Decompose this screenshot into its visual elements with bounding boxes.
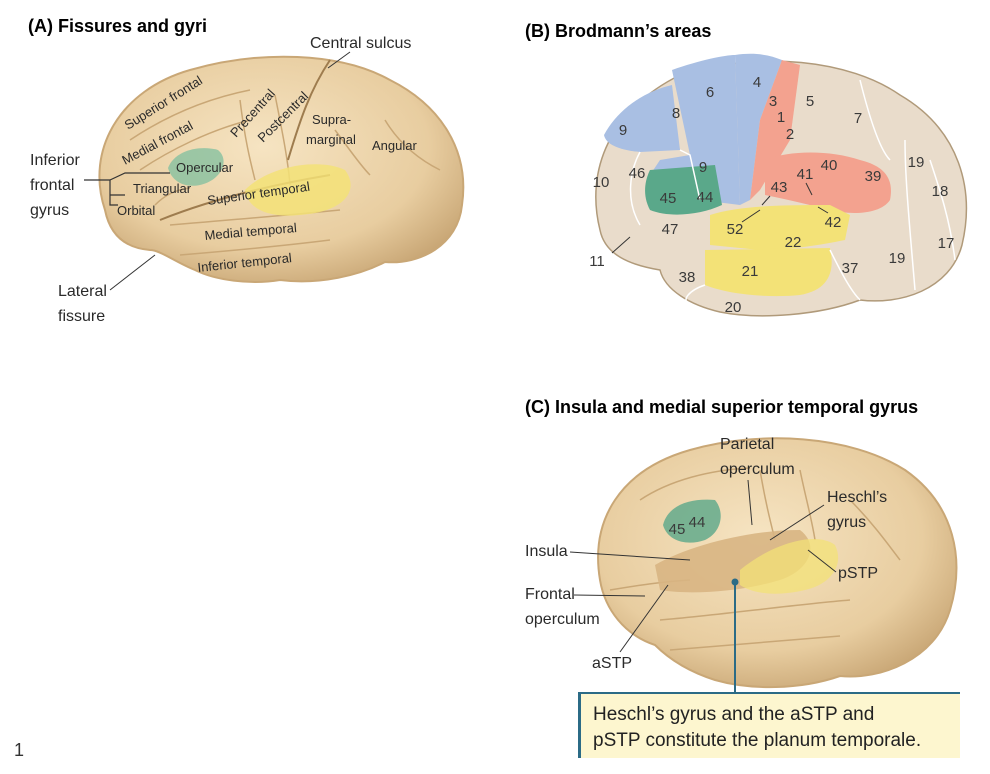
label-marginal: marginal: [306, 132, 356, 147]
area-label: 37: [842, 260, 859, 277]
label-parietal-operculum: operculum: [720, 461, 795, 478]
panel-c-area-45-44: [663, 499, 721, 543]
label-frontal-operculum: operculum: [525, 611, 600, 628]
label-heschls-gyrus: gyrus: [827, 514, 866, 531]
area-label: 43: [771, 179, 788, 196]
area-label: 20: [725, 299, 742, 316]
label-triangular: Triangular: [133, 181, 192, 196]
area-label: 11: [589, 253, 605, 270]
label-angular: Angular: [372, 138, 417, 153]
area-label: 44: [697, 189, 714, 206]
area-label: 9: [699, 159, 707, 176]
area-label: 42: [825, 214, 842, 231]
label-fissure: fissure: [58, 308, 105, 325]
leader-parietal-operculum: [747, 479, 753, 526]
area-label: 19: [908, 154, 925, 171]
panel-a-opercular-region: [168, 148, 224, 186]
label-lateral: Lateral: [58, 283, 107, 300]
panel-a-superior-temporal-region: [245, 164, 351, 216]
leader-heschls: [769, 504, 825, 541]
leader-astp: [619, 584, 669, 653]
central-sulcus-line: [287, 59, 331, 161]
area-4-region: [735, 53, 782, 205]
area-label: 3: [769, 93, 777, 110]
panel-b-title: (B) Brodmann’s areas: [525, 21, 711, 41]
area-label: 17: [938, 235, 955, 252]
leader-insula: [569, 551, 691, 561]
area-6-region: [650, 55, 740, 205]
area-label: 45: [660, 190, 677, 207]
area-40-41-39-region: [765, 152, 891, 213]
leader-opercular: [109, 172, 170, 181]
panel-b-leaders: [611, 182, 829, 254]
area-label: 41: [797, 166, 814, 183]
bracket-inferior-frontal: [84, 179, 125, 206]
panel-a-title: (A) Fissures and gyri: [28, 16, 207, 36]
area-label: 10: [593, 174, 610, 191]
panel-c: (C) Insula and medial superior temporal …: [525, 397, 958, 692]
planum-temporale-callout: Heschl’s gyrus and the aSTP and pSTP con…: [578, 692, 960, 758]
label-astp: aSTP: [592, 655, 632, 672]
panel-c-sulci: [609, 467, 901, 651]
area-9-region: [604, 85, 680, 152]
label-gyrus: gyrus: [30, 202, 69, 219]
callout-line-1: Heschl’s gyrus and the aSTP and: [593, 704, 875, 725]
leader-frontal-operculum: [573, 594, 646, 597]
label-heschls: Heschl’s: [827, 489, 887, 506]
area-label: 46: [629, 165, 646, 182]
area-22-42-52-region: [710, 205, 850, 250]
label-pstp: pSTP: [838, 565, 878, 582]
area-21-region: [705, 248, 832, 297]
label-inferior: Inferior: [30, 152, 80, 169]
panel-c-title: (C) Insula and medial superior temporal …: [525, 397, 918, 417]
leader-pstp: [807, 549, 837, 573]
panel-a-sulci: [129, 89, 441, 256]
area-label: 39: [865, 168, 882, 185]
area-label: 2: [786, 126, 794, 143]
area-label: 4: [753, 74, 761, 91]
label-frontal: frontal: [30, 177, 74, 194]
panel-b: (B) Brodmann’s areas 9 8 6 4: [525, 21, 968, 317]
area-label: 18: [932, 183, 949, 200]
label-insula: Insula: [525, 543, 568, 560]
label-area-44: 44: [689, 514, 706, 531]
area-label: 38: [679, 269, 696, 286]
panel-b-area-numbers: 9 8 6 4 3 1 2 5 7 46 10 9 45 44 43 41 40…: [589, 74, 954, 316]
panel-b-boundaries: [629, 79, 956, 306]
area-label: 19: [889, 250, 906, 267]
leader-lateral-fissure: [109, 254, 156, 291]
area-label: 22: [785, 234, 802, 251]
label-area-45: 45: [669, 521, 686, 538]
leader-central-sulcus: [327, 51, 351, 69]
area-label: 47: [662, 221, 679, 238]
label-frontal-c: Frontal: [525, 586, 575, 603]
area-label: 1: [777, 109, 785, 126]
label-parietal: Parietal: [720, 436, 774, 453]
label-central-sulcus: Central sulcus: [310, 35, 411, 52]
area-45-44-region: [645, 165, 722, 215]
callout-line-2: pSTP constitute the planum temporale.: [593, 730, 922, 751]
panel-a-brain: [98, 55, 465, 283]
area-label: 21: [742, 263, 759, 280]
area-label: 5: [806, 93, 814, 110]
area-label: 8: [672, 105, 680, 122]
area-label: 7: [854, 110, 862, 127]
label-opercular: Opercular: [176, 160, 234, 175]
area-label: 6: [706, 84, 714, 101]
area-label: 9: [619, 122, 627, 139]
area-label: 40: [821, 157, 838, 174]
panel-a: (A) Fissures and gyri Central sulcus Sup…: [28, 16, 465, 325]
panel-c-pstp-region: [740, 539, 839, 594]
area-label: 52: [727, 221, 744, 238]
label-supra: Supra-: [312, 112, 351, 127]
label-orbital: Orbital: [117, 203, 155, 218]
area-3-1-2-region: [750, 60, 800, 200]
page-number: 1: [14, 740, 25, 760]
